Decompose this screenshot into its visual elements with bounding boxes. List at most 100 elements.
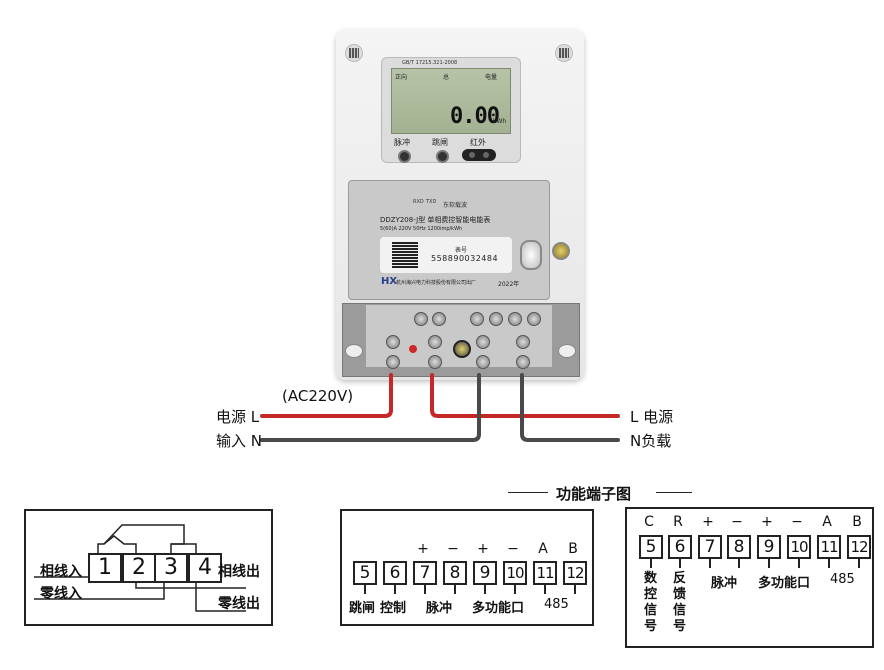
symbol-8: − — [731, 514, 743, 530]
seal-button — [520, 240, 542, 270]
main-screw-icon — [386, 355, 400, 369]
terminal-1: 1 — [88, 553, 122, 583]
main-screw-icon — [386, 335, 400, 349]
terminal-screw-icon — [414, 312, 428, 326]
trip-caption: 跳闸 — [349, 601, 376, 616]
tick — [858, 559, 860, 568]
neutral-output-wire — [520, 373, 620, 442]
source-n-label: 输入 N — [216, 432, 262, 450]
terminal-10: 10 — [503, 561, 527, 585]
tick — [650, 559, 652, 568]
spec-text: 5(60)A 220V 50Hz 1200imp/kWh — [380, 226, 463, 232]
neutral-out-label: 零线出 — [218, 596, 260, 612]
terminal-12: 12 — [847, 535, 871, 559]
terminal-screw-icon — [470, 312, 484, 326]
live-input-wire — [260, 373, 393, 418]
pulse-caption: 脉冲 — [426, 601, 453, 616]
tick — [738, 559, 740, 568]
trip-led-icon — [436, 150, 449, 163]
tick — [768, 559, 770, 568]
symbol-12: B — [852, 514, 862, 530]
wiring-lines — [260, 373, 620, 442]
source-l-label: 电源 L — [216, 408, 260, 426]
trip-indicator-label: 跳闸 — [432, 138, 448, 147]
terminal-5: 5 — [639, 535, 663, 559]
terminal-11: 11 — [533, 561, 557, 585]
cert-text: GB/T 17215.321-2008 — [402, 60, 458, 66]
main-screw-icon — [428, 355, 442, 369]
main-screw-icon — [476, 335, 490, 349]
symbol-11: A — [822, 514, 832, 530]
main-screw-icon — [516, 335, 530, 349]
terminal-screw-icon — [432, 312, 446, 326]
multifunction-caption: 多功能口 — [758, 576, 811, 591]
terminal-7: 7 — [698, 535, 722, 559]
control-caption: 控制 — [380, 601, 407, 616]
terminal-screw-icon — [527, 312, 541, 326]
terminal-9: 9 — [757, 535, 781, 559]
phase-out-label: 相线出 — [218, 564, 260, 580]
tick — [424, 585, 426, 594]
meter-number: 558890032484 — [431, 254, 499, 263]
rs485-caption: 485 — [830, 572, 855, 587]
symbol-8: − — [447, 541, 459, 557]
tick — [709, 559, 711, 568]
tick — [828, 559, 830, 568]
symbol-r: R — [673, 514, 683, 530]
terminal-10: 10 — [787, 535, 811, 559]
symbol-c: C — [644, 514, 654, 530]
mount-hole-icon — [345, 344, 363, 358]
lcd-screen — [391, 68, 511, 134]
terminal-3: 3 — [154, 553, 188, 583]
year-text: 2022年 — [498, 281, 520, 288]
txd-label: TXD — [426, 199, 437, 205]
rs485-caption: 485 — [544, 597, 569, 612]
terminal-9: 9 — [473, 561, 497, 585]
rxd-label: RXD — [413, 199, 424, 205]
pulse-indicator-label: 脉冲 — [394, 138, 410, 147]
nc-signal-caption: 数控信号 — [644, 571, 658, 634]
carrier-label: 东软载波 — [443, 202, 468, 209]
terminal-8: 8 — [443, 561, 467, 585]
lcd-reading: 0.00 — [450, 104, 500, 129]
main-screw-icon — [476, 355, 490, 369]
mount-hole-icon — [558, 344, 576, 358]
tick — [514, 585, 516, 594]
symbol-7: + — [417, 541, 429, 557]
terminal-screw-icon — [489, 312, 503, 326]
tick — [394, 585, 396, 594]
symbol-9: + — [761, 514, 773, 530]
load-l-label: L 电源 — [630, 408, 674, 426]
tick — [544, 585, 546, 594]
lcd-unit: kWh — [493, 118, 507, 125]
corner-qr-icon — [555, 44, 573, 62]
red-indicator-dot — [409, 345, 417, 353]
tick — [454, 585, 456, 594]
manufacturer-text: 杭州海兴电力科技股份有限公司出厂 — [396, 280, 477, 286]
lcd-label-total: 总 — [443, 74, 450, 81]
terminal-6: 6 — [383, 561, 407, 585]
tick — [574, 585, 576, 594]
live-output-wire — [430, 373, 620, 418]
phase-in-label: 相线入 — [40, 564, 82, 580]
model-text: DDZY208-J型 单相费控智能电能表 — [380, 216, 491, 224]
main-terminal-diagram: 1 2 3 4 相线入 零线入 相线出 零线出 — [24, 509, 273, 626]
terminal-6: 6 — [668, 535, 692, 559]
lcd-label-direction: 正向 — [395, 74, 408, 81]
tick — [364, 585, 366, 594]
infrared-port-icon — [462, 149, 496, 161]
symbol-7: + — [702, 514, 714, 530]
infrared-label: 红外 — [470, 138, 486, 147]
terminal-12: 12 — [563, 561, 587, 585]
side-screw-icon — [552, 242, 570, 260]
pulse-caption: 脉冲 — [711, 576, 738, 591]
lcd-label-energy: 电量 — [485, 74, 498, 81]
terminal-7: 7 — [413, 561, 437, 585]
terminal-2: 2 — [122, 553, 156, 583]
neutral-input-wire — [260, 373, 481, 442]
corner-qr-icon — [345, 44, 363, 62]
aux-terminal-diagram-a: + − + − A B 5 6 7 8 9 10 11 12 跳闸 控制 脉冲 … — [340, 509, 594, 626]
tick — [798, 559, 800, 568]
symbol-10: − — [507, 541, 519, 557]
symbol-10: − — [791, 514, 803, 530]
